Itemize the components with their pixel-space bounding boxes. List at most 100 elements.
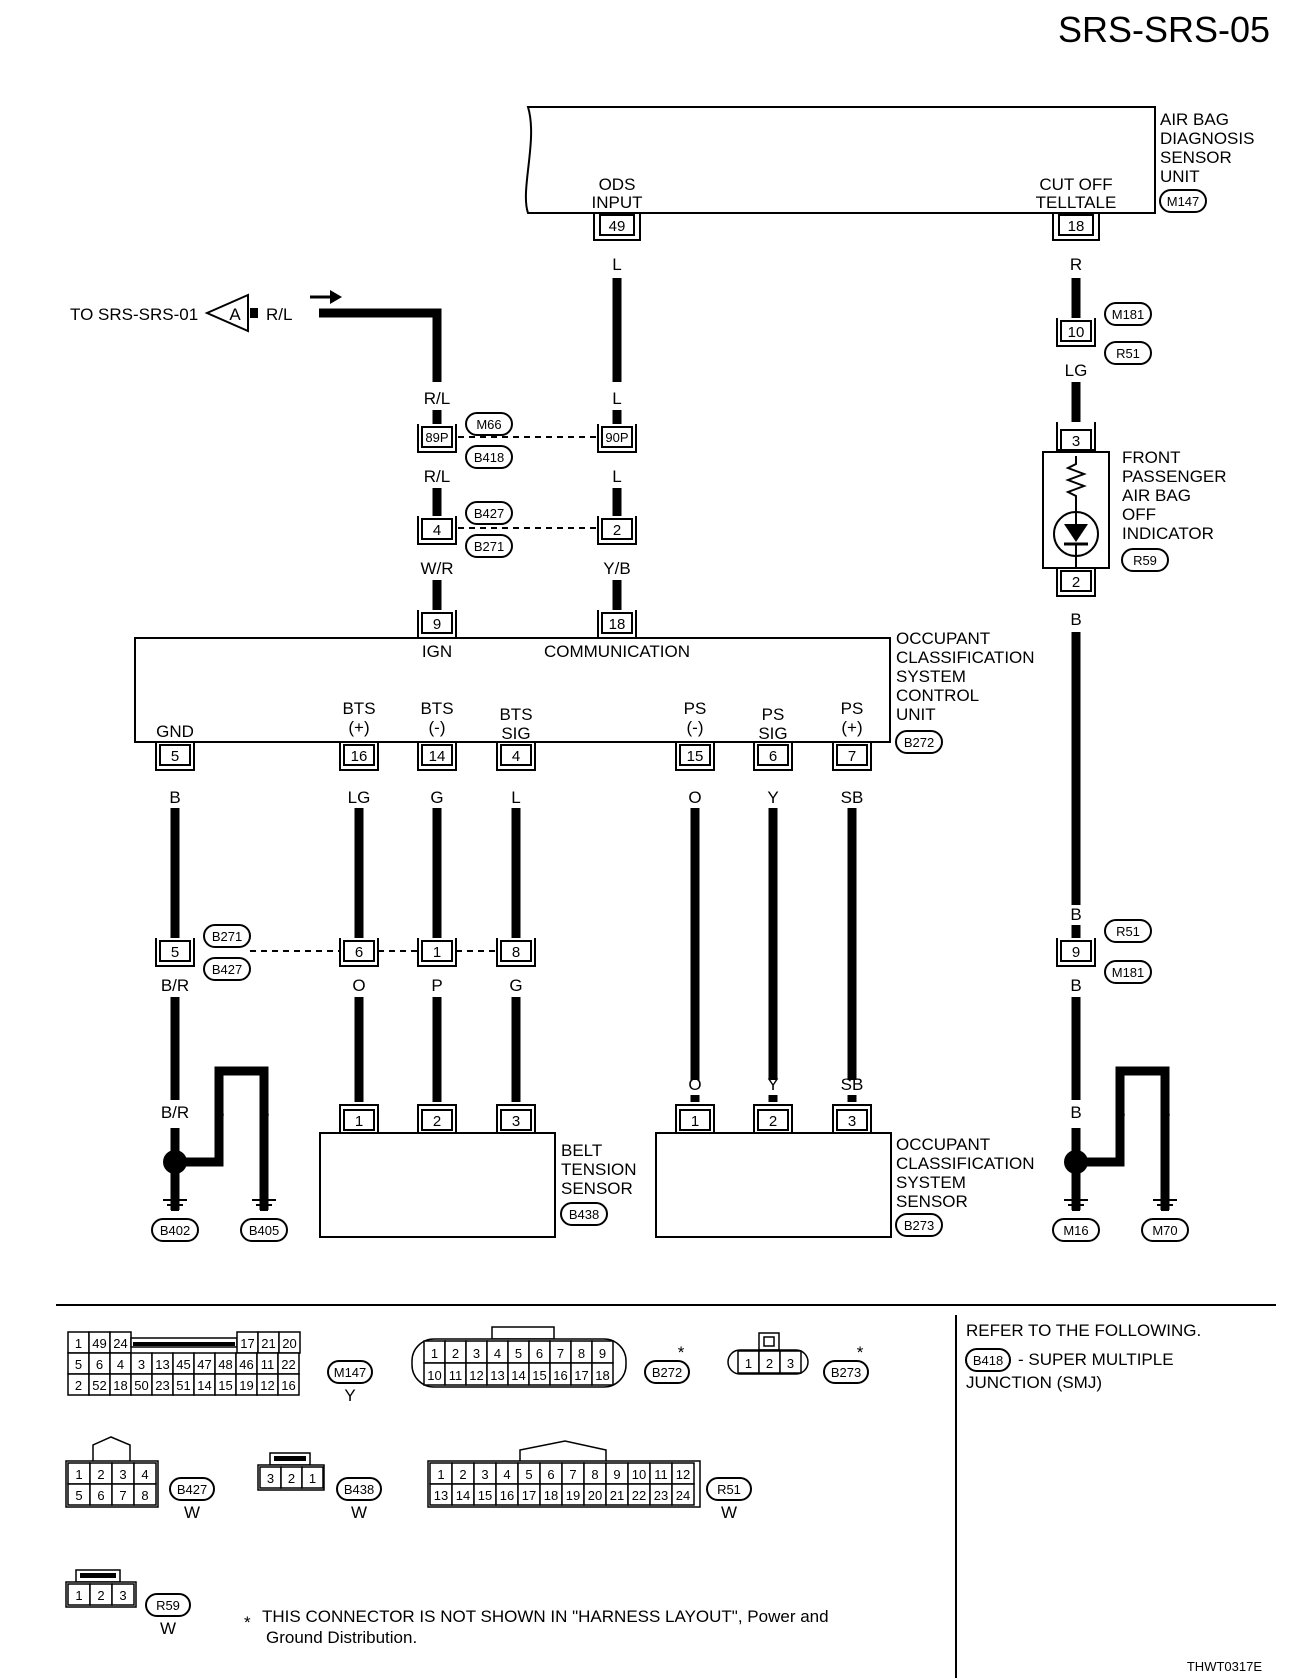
pin-49-text: 49	[609, 218, 626, 235]
indicator-pin-2-text: 2	[1072, 574, 1080, 591]
connector-color-b438: W	[351, 1503, 367, 1522]
r51-pin: 10	[632, 1467, 646, 1482]
m147-face-pin: 13	[155, 1357, 169, 1372]
figure-id: THWT0317E	[1187, 1659, 1262, 1674]
belt-tension-sensor-box	[319, 1132, 556, 1238]
r51-pin: 19	[566, 1488, 580, 1503]
connector-tag-b273-text: B273	[904, 1218, 934, 1233]
connector-tag-b273-legend: B273	[823, 1360, 869, 1384]
r51-pin: 17	[522, 1488, 536, 1503]
r51-pin: 9	[613, 1467, 620, 1482]
connector-tag-b271-b-text: B271	[212, 929, 242, 944]
b272-pin: 11	[449, 1368, 463, 1383]
ocs-unit-name-4: CONTROL	[896, 686, 979, 705]
diag-unit-name-1: AIR BAG	[1160, 110, 1229, 129]
pin-49: 49	[593, 213, 641, 241]
ocs-unit-name-1: OCCUPANT	[896, 629, 990, 648]
belt-pin-3: 3	[496, 1104, 536, 1133]
page-id: SRS-SRS-05	[1058, 9, 1270, 50]
b272-pin: 10	[427, 1368, 441, 1383]
b272-pin: 17	[574, 1368, 588, 1383]
wire-rl-color-1: R/L	[424, 389, 450, 408]
ocs-unit-name-3: SYSTEM	[896, 667, 966, 686]
wire-ind-color-2: B	[1070, 905, 1081, 924]
wire-ind-color-4: B	[1070, 1103, 1081, 1122]
connector-tag-m181-a-text: M181	[1112, 307, 1145, 322]
ocs-sensor-pin-1: 1	[675, 1104, 715, 1133]
ocs-pin-14-text: 14	[429, 748, 446, 765]
ocs-pin-16: 16	[339, 742, 379, 771]
ocs-pin-14: 14	[417, 742, 457, 771]
connector-tag-b272: B272	[895, 730, 943, 754]
r51-pin: 16	[500, 1488, 514, 1503]
to-ref-color: R/L	[266, 305, 292, 324]
m147-face-pin: 3	[138, 1357, 145, 1372]
ocs-bts-plus-label-1: BTS	[342, 699, 375, 718]
wire-ods-color-3: L	[612, 467, 621, 486]
cut-off-label-1: CUT OFF	[1039, 175, 1112, 194]
r51-pin: 18	[544, 1488, 558, 1503]
refer-tag-b418-text: B418	[973, 1353, 1003, 1368]
m147-face-pin: 4	[117, 1357, 124, 1372]
b273-pin: 3	[787, 1356, 794, 1371]
joint-5-text: 5	[171, 944, 179, 961]
joint-4: 4	[417, 516, 457, 545]
r51-pin: 7	[569, 1467, 576, 1482]
ocs-sensor-pin-3-text: 3	[848, 1113, 856, 1130]
belt-pin-2: 2	[417, 1104, 457, 1133]
r51-pin: 3	[481, 1467, 488, 1482]
r51-pin: 4	[503, 1467, 510, 1482]
ocs-pin-5-text: 5	[171, 748, 179, 765]
ods-input-label-2: INPUT	[592, 193, 643, 212]
connector-tag-b438: B438	[560, 1202, 608, 1226]
joint-89p-text: 89P	[425, 430, 448, 445]
connector-tag-b272-legend: B272	[644, 1360, 690, 1384]
indicator-pin-3: 3	[1056, 422, 1096, 451]
resistor-symbol	[1065, 456, 1087, 506]
ocs-comm-label: COMMUNICATION	[544, 642, 690, 661]
ocs-pin-7: 7	[832, 742, 872, 771]
footnote-line-1: THIS CONNECTOR IS NOT SHOWN IN "HARNESS …	[262, 1607, 829, 1626]
belt-sensor-name-3: SENSOR	[561, 1179, 633, 1198]
joint-4-text: 4	[433, 522, 441, 539]
connector-tag-b418-text: B418	[474, 450, 504, 465]
r51-pin: 2	[459, 1467, 466, 1482]
wire-ods-color-2: L	[612, 389, 621, 408]
ocs-ps-plus-label-2: (+)	[841, 718, 862, 737]
joint-1: 1	[417, 938, 457, 967]
wire-gnd-color: B	[169, 788, 180, 807]
r51-pin: 21	[610, 1488, 624, 1503]
ocs-sensor-name-3: SYSTEM	[896, 1173, 966, 1192]
b438-pin: 3	[267, 1471, 274, 1486]
b273-star: *	[857, 1343, 864, 1362]
refer-tag-b418: B418	[965, 1348, 1011, 1372]
footnote-star: *	[244, 1613, 251, 1632]
wire-bts-minus-low-color: P	[431, 976, 442, 995]
m147-face-pin: 48	[218, 1357, 232, 1372]
r51-pin: 11	[654, 1467, 668, 1482]
indicator-name-1: FRONT	[1122, 448, 1181, 467]
m147-face-pin: 12	[260, 1378, 274, 1393]
m147-face-pin: 16	[281, 1378, 295, 1393]
b273-pin: 2	[766, 1356, 773, 1371]
ocs-pin-15-text: 15	[687, 748, 704, 765]
connector-tag-r51-b: R51	[1104, 919, 1152, 943]
wire-ps-plus-low-color: SB	[841, 1075, 864, 1094]
ground-symbol-b405	[252, 1199, 276, 1211]
connector-color-r51: W	[721, 1503, 737, 1522]
ocs-sensor-pin-2-text: 2	[769, 1113, 777, 1130]
r51-pin: 22	[632, 1488, 646, 1503]
refer-text-2: JUNCTION (SMJ)	[966, 1373, 1102, 1392]
belt-pin-2-text: 2	[433, 1113, 441, 1130]
joint-2: 2	[597, 516, 637, 545]
ocs-bts-minus-label-2: (-)	[429, 718, 446, 737]
joint-8: 8	[496, 938, 536, 967]
wire-ps-minus-color: O	[688, 788, 701, 807]
connector-tag-b427-b-text: B427	[212, 962, 242, 977]
ground-tag-m70: M70	[1141, 1218, 1189, 1242]
m147-face-pin: 15	[218, 1378, 232, 1393]
joint-9: 9	[1056, 938, 1096, 967]
ground-tag-b405-text: B405	[249, 1223, 279, 1238]
